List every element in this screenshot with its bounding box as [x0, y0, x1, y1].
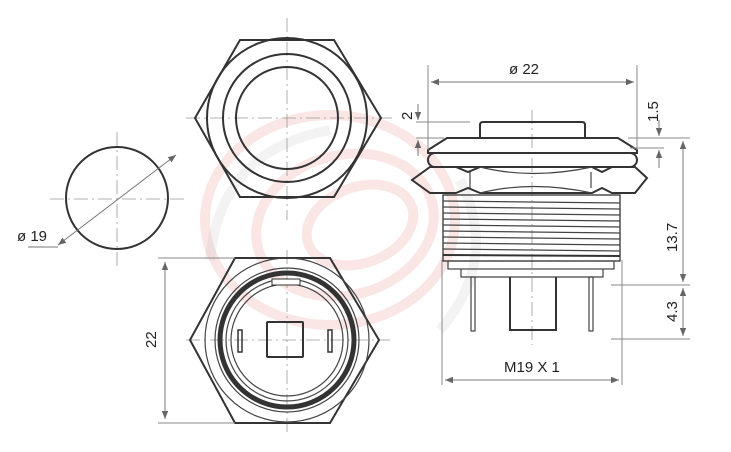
rear-view: 22: [143, 250, 390, 435]
bezel-height-label: 1.5: [645, 101, 662, 122]
terminal-length-label: 4.3: [664, 301, 681, 322]
side-view: ø 22 2 1.5 13.7 4.3 M19 X 1: [399, 61, 690, 385]
across-flats-label: 22: [143, 331, 160, 348]
thread-body: [442, 194, 621, 262]
button-height-label: 2: [399, 112, 416, 120]
panel-cutout-view: ø 19: [17, 132, 185, 266]
thread-spec-label: M19 X 1: [504, 359, 560, 376]
body-length-label: 13.7: [664, 223, 681, 252]
cutout-diameter-label: ø 19: [17, 228, 47, 245]
top-diameter-label: ø 22: [509, 61, 539, 78]
watermark-logo: [200, 110, 481, 334]
front-view: [186, 18, 395, 220]
